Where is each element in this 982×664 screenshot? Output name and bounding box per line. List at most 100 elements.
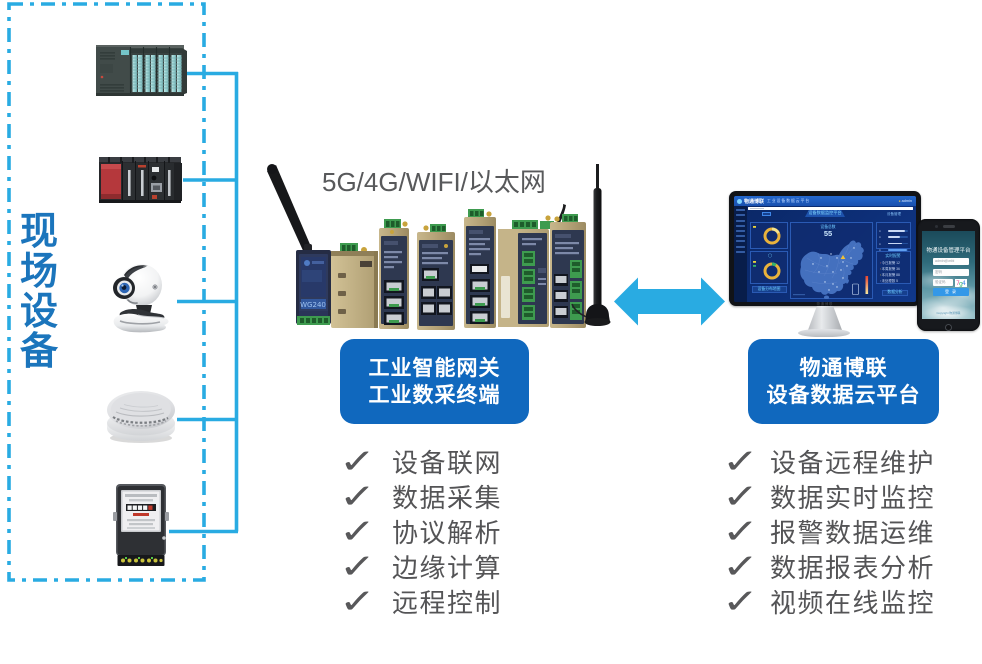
alarm-text: 未处理数 5 xyxy=(881,279,899,284)
bar-label: ▪▪ xyxy=(878,241,881,246)
phone: 物通设备管理平台 admin@wtbl 密码 验证码 7 g 4 登 录 Cop… xyxy=(917,219,980,331)
stat-bar xyxy=(887,236,908,239)
check-icon: ✓ xyxy=(722,547,760,586)
dashboard-addressbar[interactable] xyxy=(748,206,913,210)
dashboard-title: 设备数据监控平台 xyxy=(805,209,845,217)
sidebar-item[interactable] xyxy=(736,245,745,248)
phone-login-button[interactable]: 登 录 xyxy=(933,288,969,296)
feature-row: ✓视频在线监控 xyxy=(722,584,935,619)
gateway-label-line1: 工业智能网关 xyxy=(368,356,501,380)
captcha-char: 4 xyxy=(962,280,966,287)
alarm-row: ▪ 本周报警 36 xyxy=(880,267,908,271)
alarm-bullet-icon: ▪ xyxy=(879,266,881,271)
phone-speaker xyxy=(943,225,955,228)
feature-text: 视频在线监控 xyxy=(770,588,936,618)
panel-header-icon: ◯ xyxy=(768,254,772,258)
monitor-stand-base xyxy=(798,329,850,337)
monitor-screen: 物通博联 工业设备数据云平台 admin 设备数据监控平台 设备管理 xyxy=(734,196,916,302)
check-icon: ✓ xyxy=(722,512,760,551)
gateway-e xyxy=(464,209,496,328)
dashboard-breadcrumb: 设备管理 xyxy=(887,212,901,216)
dashboard-footer-right[interactable]: 数据分析 xyxy=(882,289,908,296)
dashboard-user: admin xyxy=(899,199,912,203)
feature-text: 设备远程维护 xyxy=(770,448,936,478)
field-devices-title: 现 场 设 备 xyxy=(18,212,60,372)
phone-captcha-image[interactable]: 7 g 4 xyxy=(955,279,967,287)
platform-label-line2: 设备数据云平台 xyxy=(766,383,921,407)
platform-label-line1: 物通博联 xyxy=(799,356,888,380)
phone-password-input[interactable]: 密码 xyxy=(933,269,969,276)
gateway-d xyxy=(417,224,455,330)
check-icon: ✓ xyxy=(339,547,377,586)
dashboard-logo: 物通博联 xyxy=(744,198,765,205)
phone-app-title: 物通设备管理平台 xyxy=(926,248,971,254)
gateway-b xyxy=(331,243,378,328)
stat-bar xyxy=(887,230,908,233)
phone-screen: 物通设备管理平台 admin@wtbl 密码 验证码 7 g 4 登 录 Cop… xyxy=(922,231,975,319)
feature-row: ✓设备远程维护 xyxy=(722,444,935,479)
phone-username-input[interactable]: admin@wtbl xyxy=(933,258,969,265)
gateway-g xyxy=(550,214,586,328)
title-char: 设 xyxy=(19,291,58,333)
title-char: 现 xyxy=(19,211,58,253)
phone-copyright: Copyright 物通博联 xyxy=(936,311,961,315)
webcam-image xyxy=(113,264,169,333)
sidebar-item[interactable] xyxy=(736,240,745,243)
dashboard-panel-donut1 xyxy=(750,222,788,249)
sidebar-item[interactable] xyxy=(736,235,745,238)
title-char: 备 xyxy=(19,331,58,373)
smoke-detector-image xyxy=(107,391,175,443)
feature-text: 数据报表分析 xyxy=(770,553,936,583)
stat-bar-row: ▪▪ xyxy=(879,229,908,233)
gateway-f xyxy=(498,204,566,327)
dashboard-tab[interactable] xyxy=(762,212,771,216)
dashboard-footer-left[interactable]: 设备分布地图 xyxy=(751,286,787,293)
feature-row: ✓ 设备联网 xyxy=(339,444,502,479)
sidebar-item[interactable] xyxy=(736,250,745,253)
phone-captcha-input[interactable]: 验证码 xyxy=(933,279,953,286)
plc-siemens-image xyxy=(96,45,187,96)
connectivity-label: 5G/4G/WIFI/以太网 xyxy=(322,167,546,197)
phone-home-button[interactable] xyxy=(945,324,952,331)
phone-camera xyxy=(935,225,938,228)
captcha-char: 7 xyxy=(956,280,960,287)
sidebar-item[interactable] xyxy=(736,229,745,232)
feature-text: 远程控制 xyxy=(392,588,503,618)
feature-text: 设备联网 xyxy=(392,448,503,478)
stat-bar xyxy=(887,242,908,245)
alarm-bullet-icon: ▪ xyxy=(879,272,881,277)
feature-row: ✓报警数据运维 xyxy=(722,514,935,549)
sidebar-item[interactable] xyxy=(736,214,745,217)
cloud-texture xyxy=(922,305,975,319)
stat-bar-row: ▪▪ xyxy=(879,248,908,252)
dashboard-panel-bars: ▪▪ ▪▪ ▪▪ ▪▪ xyxy=(875,222,911,252)
stat-bar-row: ▪▪ xyxy=(879,242,908,246)
alarm-row: ▪ 今日报警 12 xyxy=(880,261,908,265)
alarm-text: 本月报警 88 xyxy=(881,272,900,277)
title-char: 场 xyxy=(19,251,58,293)
plc-mitsubishi-image xyxy=(99,157,182,203)
gateway-label-box: 工业智能网关 工业数采终端 xyxy=(340,339,529,424)
dashboard-sidebar[interactable] xyxy=(734,206,747,302)
check-icon: ✓ xyxy=(339,442,377,481)
alarm-row: ▪ 本月报警 88 xyxy=(880,273,908,277)
alarm-bullet-icon: ▪ xyxy=(879,279,881,284)
feature-text: 边缘计算 xyxy=(392,553,503,583)
dashboard-stat-label: 设备总数 xyxy=(820,225,836,229)
dashboard-logo-subtitle: 工业设备数据云平台 xyxy=(767,198,811,203)
captcha-char: g xyxy=(959,281,963,288)
feature-text: 数据采集 xyxy=(392,483,503,513)
sidebar-item[interactable] xyxy=(736,209,745,212)
gateway-model-label: WG240 xyxy=(300,301,326,309)
dashboard-logo-icon xyxy=(737,198,742,204)
platform-label-box: 物通博联 设备数据云平台 xyxy=(748,339,939,424)
sidebar-item[interactable] xyxy=(736,224,745,227)
sidebar-item[interactable] xyxy=(736,219,745,222)
field-devices-dashed-border xyxy=(7,2,206,582)
electric-meter-image xyxy=(113,484,169,566)
dashboard-panel-donut2: ◯ xyxy=(750,251,788,284)
gateway-c xyxy=(379,219,409,329)
dashboard-map-panel xyxy=(789,222,873,299)
platform-feature-list: ✓设备远程维护 ✓数据实时监控 ✓报警数据运维 ✓数据报表分析 ✓视频在线监控 xyxy=(722,444,935,619)
